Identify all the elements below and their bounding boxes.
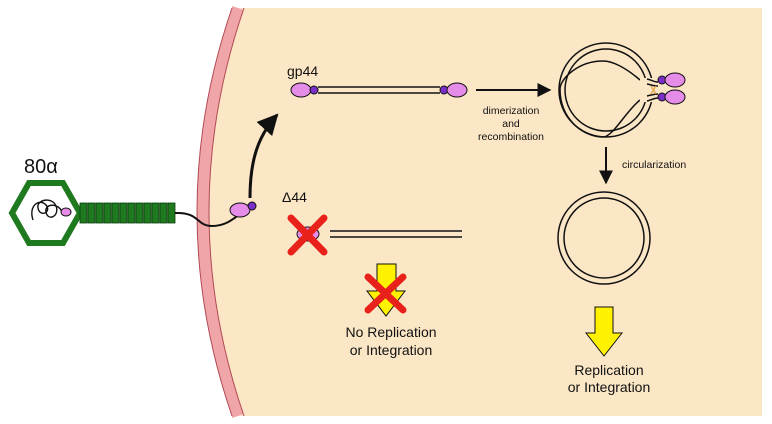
replication-label-1: Replication — [574, 362, 643, 378]
no-replication-label-1: No Replication — [345, 324, 436, 340]
phage-protein-icon — [60, 207, 72, 217]
phage-genome-coil — [31, 199, 63, 221]
circularization-label: circularization — [622, 159, 686, 171]
dimerization-label-3: recombination — [478, 131, 544, 143]
circular-dna-icon — [558, 42, 654, 138]
no-replication-label-2: or Integration — [350, 342, 433, 358]
phage-tail — [79, 202, 176, 224]
cell-membrane — [197, 6, 244, 418]
phage-label: 80α — [24, 156, 58, 178]
gp44-protein-icon — [664, 89, 686, 105]
dimerization-label-2: and — [502, 118, 520, 130]
gp44-label: gp44 — [287, 63, 318, 79]
red-cross-icon — [364, 273, 407, 314]
phage-icon — [8, 180, 176, 246]
dna-duplex-icon — [330, 230, 462, 238]
gp44-protein-icon — [446, 82, 468, 98]
replication-label-2: or Integration — [568, 379, 651, 395]
curved-arrow — [248, 113, 279, 199]
cell-interior — [203, 8, 762, 416]
yellow-arrow-icon — [584, 306, 624, 357]
red-cross-icon — [287, 214, 328, 256]
gp44-binding-icon — [247, 201, 257, 211]
gp44-protein-icon — [290, 82, 312, 98]
circular-dna-icon — [557, 191, 651, 285]
gp44-binding-icon — [309, 85, 319, 95]
gp44-protein-icon — [664, 72, 686, 88]
dimerization-label-1: dimerization — [483, 105, 540, 117]
gp44-protein-icon — [229, 202, 251, 218]
dna-duplex-icon — [318, 86, 440, 94]
delta44-label: Δ44 — [282, 189, 307, 205]
